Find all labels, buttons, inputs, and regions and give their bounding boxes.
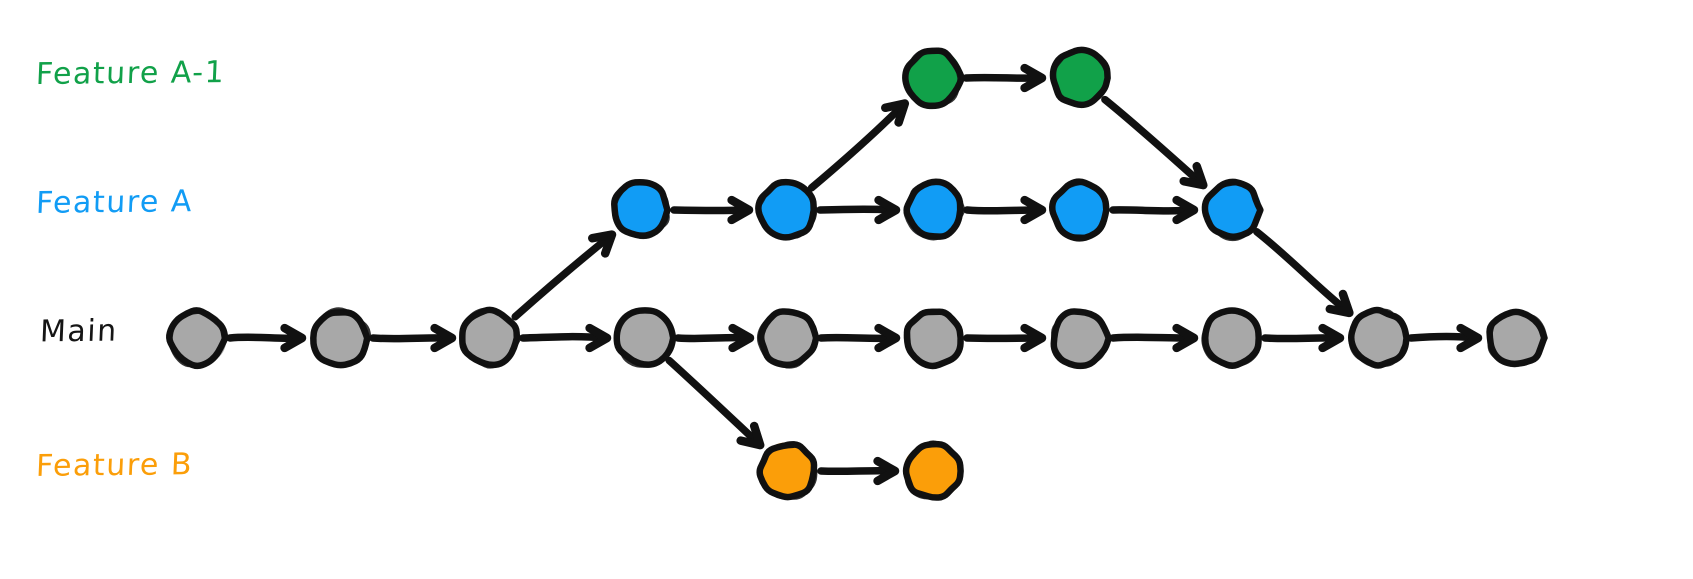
- edge-main-1-to-main-2: [369, 323, 457, 353]
- commit-node-main-0[interactable]: [166, 307, 229, 370]
- commit-node-feature-a-2[interactable]: [903, 178, 966, 241]
- commit-node-feature-a-0[interactable]: [611, 178, 671, 240]
- commit-node-feature-a-1[interactable]: [755, 178, 818, 241]
- commit-node-main-7[interactable]: [1201, 307, 1262, 369]
- edge-main-4-to-main-5: [817, 323, 901, 353]
- edge-main-5-to-main-6: [963, 323, 1047, 353]
- commit-node-main-6[interactable]: [1050, 308, 1112, 370]
- edge-main-3-to-feature-b-0: [665, 356, 765, 450]
- edge-feature-a-1-0-to-feature-a-1-1: [962, 63, 1047, 93]
- commit-node-main-5[interactable]: [903, 308, 964, 370]
- edge-feature-a-3-to-feature-a-4: [1109, 195, 1199, 225]
- branch-label-feature-a: Feature A: [35, 184, 194, 221]
- branch-label-feature-b: Feature B: [35, 447, 194, 484]
- commit-node-main-4[interactable]: [756, 308, 820, 369]
- commit-node-feature-a-1-0[interactable]: [902, 47, 966, 110]
- edge-main-8-to-main-9: [1407, 323, 1483, 353]
- commit-node-main-1[interactable]: [310, 307, 372, 369]
- nodes-layer: [166, 46, 1548, 501]
- edge-main-0-to-main-1: [226, 323, 307, 353]
- edge-main-3-to-main-4: [674, 323, 755, 353]
- commit-node-main-9[interactable]: [1486, 308, 1548, 368]
- edge-main-7-to-main-8: [1261, 323, 1345, 353]
- branch-label-main: Main: [39, 313, 119, 350]
- edge-feature-a-2-to-feature-a-3: [963, 195, 1047, 225]
- commit-node-main-2[interactable]: [459, 306, 523, 369]
- edge-main-2-to-main-3: [519, 323, 612, 353]
- edges-layer: [226, 63, 1483, 486]
- commit-node-main-3[interactable]: [613, 307, 677, 368]
- edge-feature-a-0-to-feature-a-1: [670, 195, 754, 225]
- commit-node-feature-b-1[interactable]: [902, 440, 964, 501]
- commit-node-feature-a-3[interactable]: [1048, 178, 1110, 242]
- commit-node-feature-a-4[interactable]: [1201, 178, 1264, 242]
- edge-feature-a-1-1-to-feature-a-4: [1101, 95, 1208, 190]
- commit-node-feature-a-1-1[interactable]: [1049, 46, 1111, 109]
- edge-feature-a-1-to-feature-a-1-0: [807, 99, 910, 192]
- edge-main-2-to-feature-a-0: [511, 230, 617, 321]
- edge-feature-a-1-to-feature-a-2: [816, 195, 901, 225]
- commit-node-feature-b-0[interactable]: [756, 440, 818, 501]
- edge-main-6-to-main-7: [1109, 323, 1199, 353]
- edge-feature-a-4-to-main-8: [1253, 228, 1354, 318]
- edge-feature-b-0-to-feature-b-1: [817, 456, 900, 486]
- commit-node-main-8[interactable]: [1348, 306, 1410, 369]
- branch-label-feature-a-1: Feature A-1: [35, 55, 226, 92]
